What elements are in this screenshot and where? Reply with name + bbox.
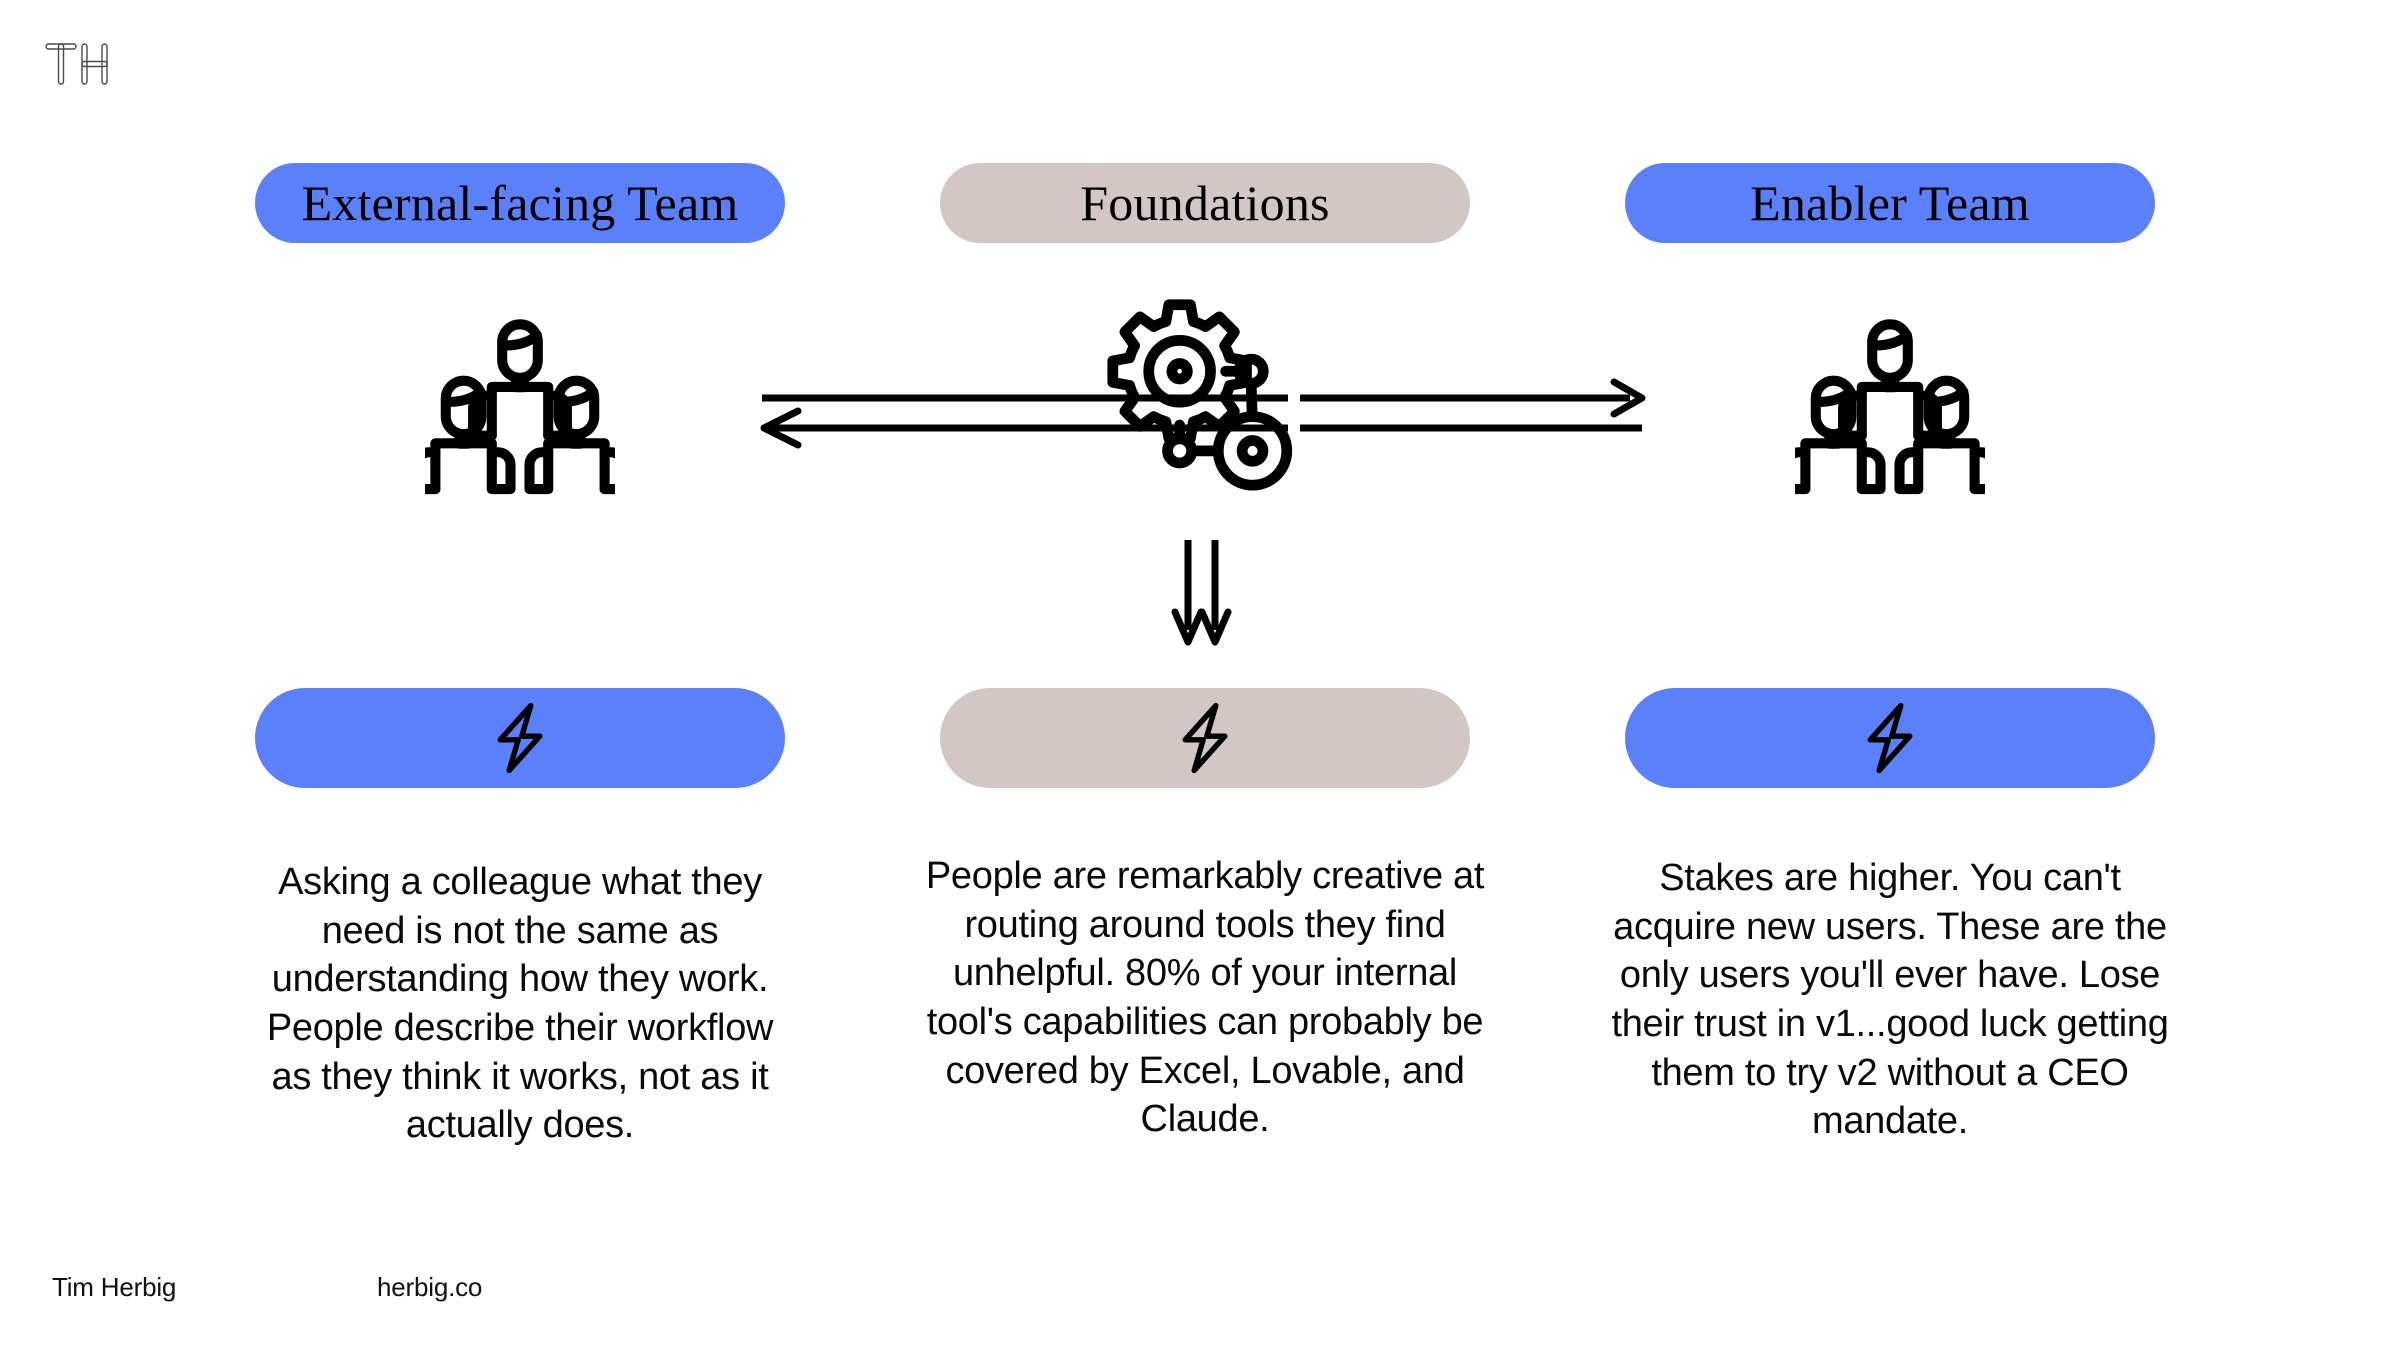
header-pill-label: External-facing Team bbox=[301, 175, 739, 231]
icon-slot-right bbox=[1625, 300, 2155, 500]
lightning-bolt-icon bbox=[1182, 702, 1228, 774]
gear-network-icon bbox=[1106, 298, 1292, 491]
header-pill-label: Enabler Team bbox=[1750, 175, 2030, 231]
column-external-facing-team: External-facing Team bbox=[255, 0, 785, 1350]
footer: Tim Herbig herbig.co bbox=[52, 1272, 952, 1308]
column-enabler-team: Enabler Team bbox=[1611, 0, 2169, 1350]
header-pill-foundations[interactable]: Foundations bbox=[940, 163, 1470, 243]
header-pill-external-facing-team[interactable]: External-facing Team bbox=[255, 163, 785, 243]
lightning-bolt-icon bbox=[1867, 702, 1913, 774]
body-copy-enabler-team: Stakes are higher. You can't acquire new… bbox=[1611, 857, 2169, 1143]
icon-slot-center bbox=[940, 298, 1470, 500]
column-foundations: Foundations bbox=[926, 0, 1484, 1350]
header-pill-enabler-team[interactable]: Enabler Team bbox=[1625, 163, 2155, 243]
footer-website[interactable]: herbig.co bbox=[377, 1272, 483, 1302]
people-group-icon bbox=[425, 319, 615, 495]
header-pill-label: Foundations bbox=[1080, 175, 1330, 231]
body-copy-external-facing-team: Asking a colleague what they need is not… bbox=[266, 861, 774, 1147]
accent-pill-enabler-team[interactable] bbox=[1625, 688, 2155, 788]
accent-pill-external-facing-team[interactable] bbox=[255, 688, 785, 788]
people-group-icon bbox=[1795, 319, 1985, 495]
lightning-bolt-icon bbox=[497, 702, 543, 774]
footer-author: Tim Herbig bbox=[52, 1272, 177, 1302]
icon-slot-left bbox=[255, 300, 785, 500]
th-logo bbox=[44, 38, 124, 90]
body-copy-foundations: People are remarkably creative at routin… bbox=[925, 855, 1485, 1141]
accent-pill-foundations[interactable] bbox=[940, 688, 1470, 788]
